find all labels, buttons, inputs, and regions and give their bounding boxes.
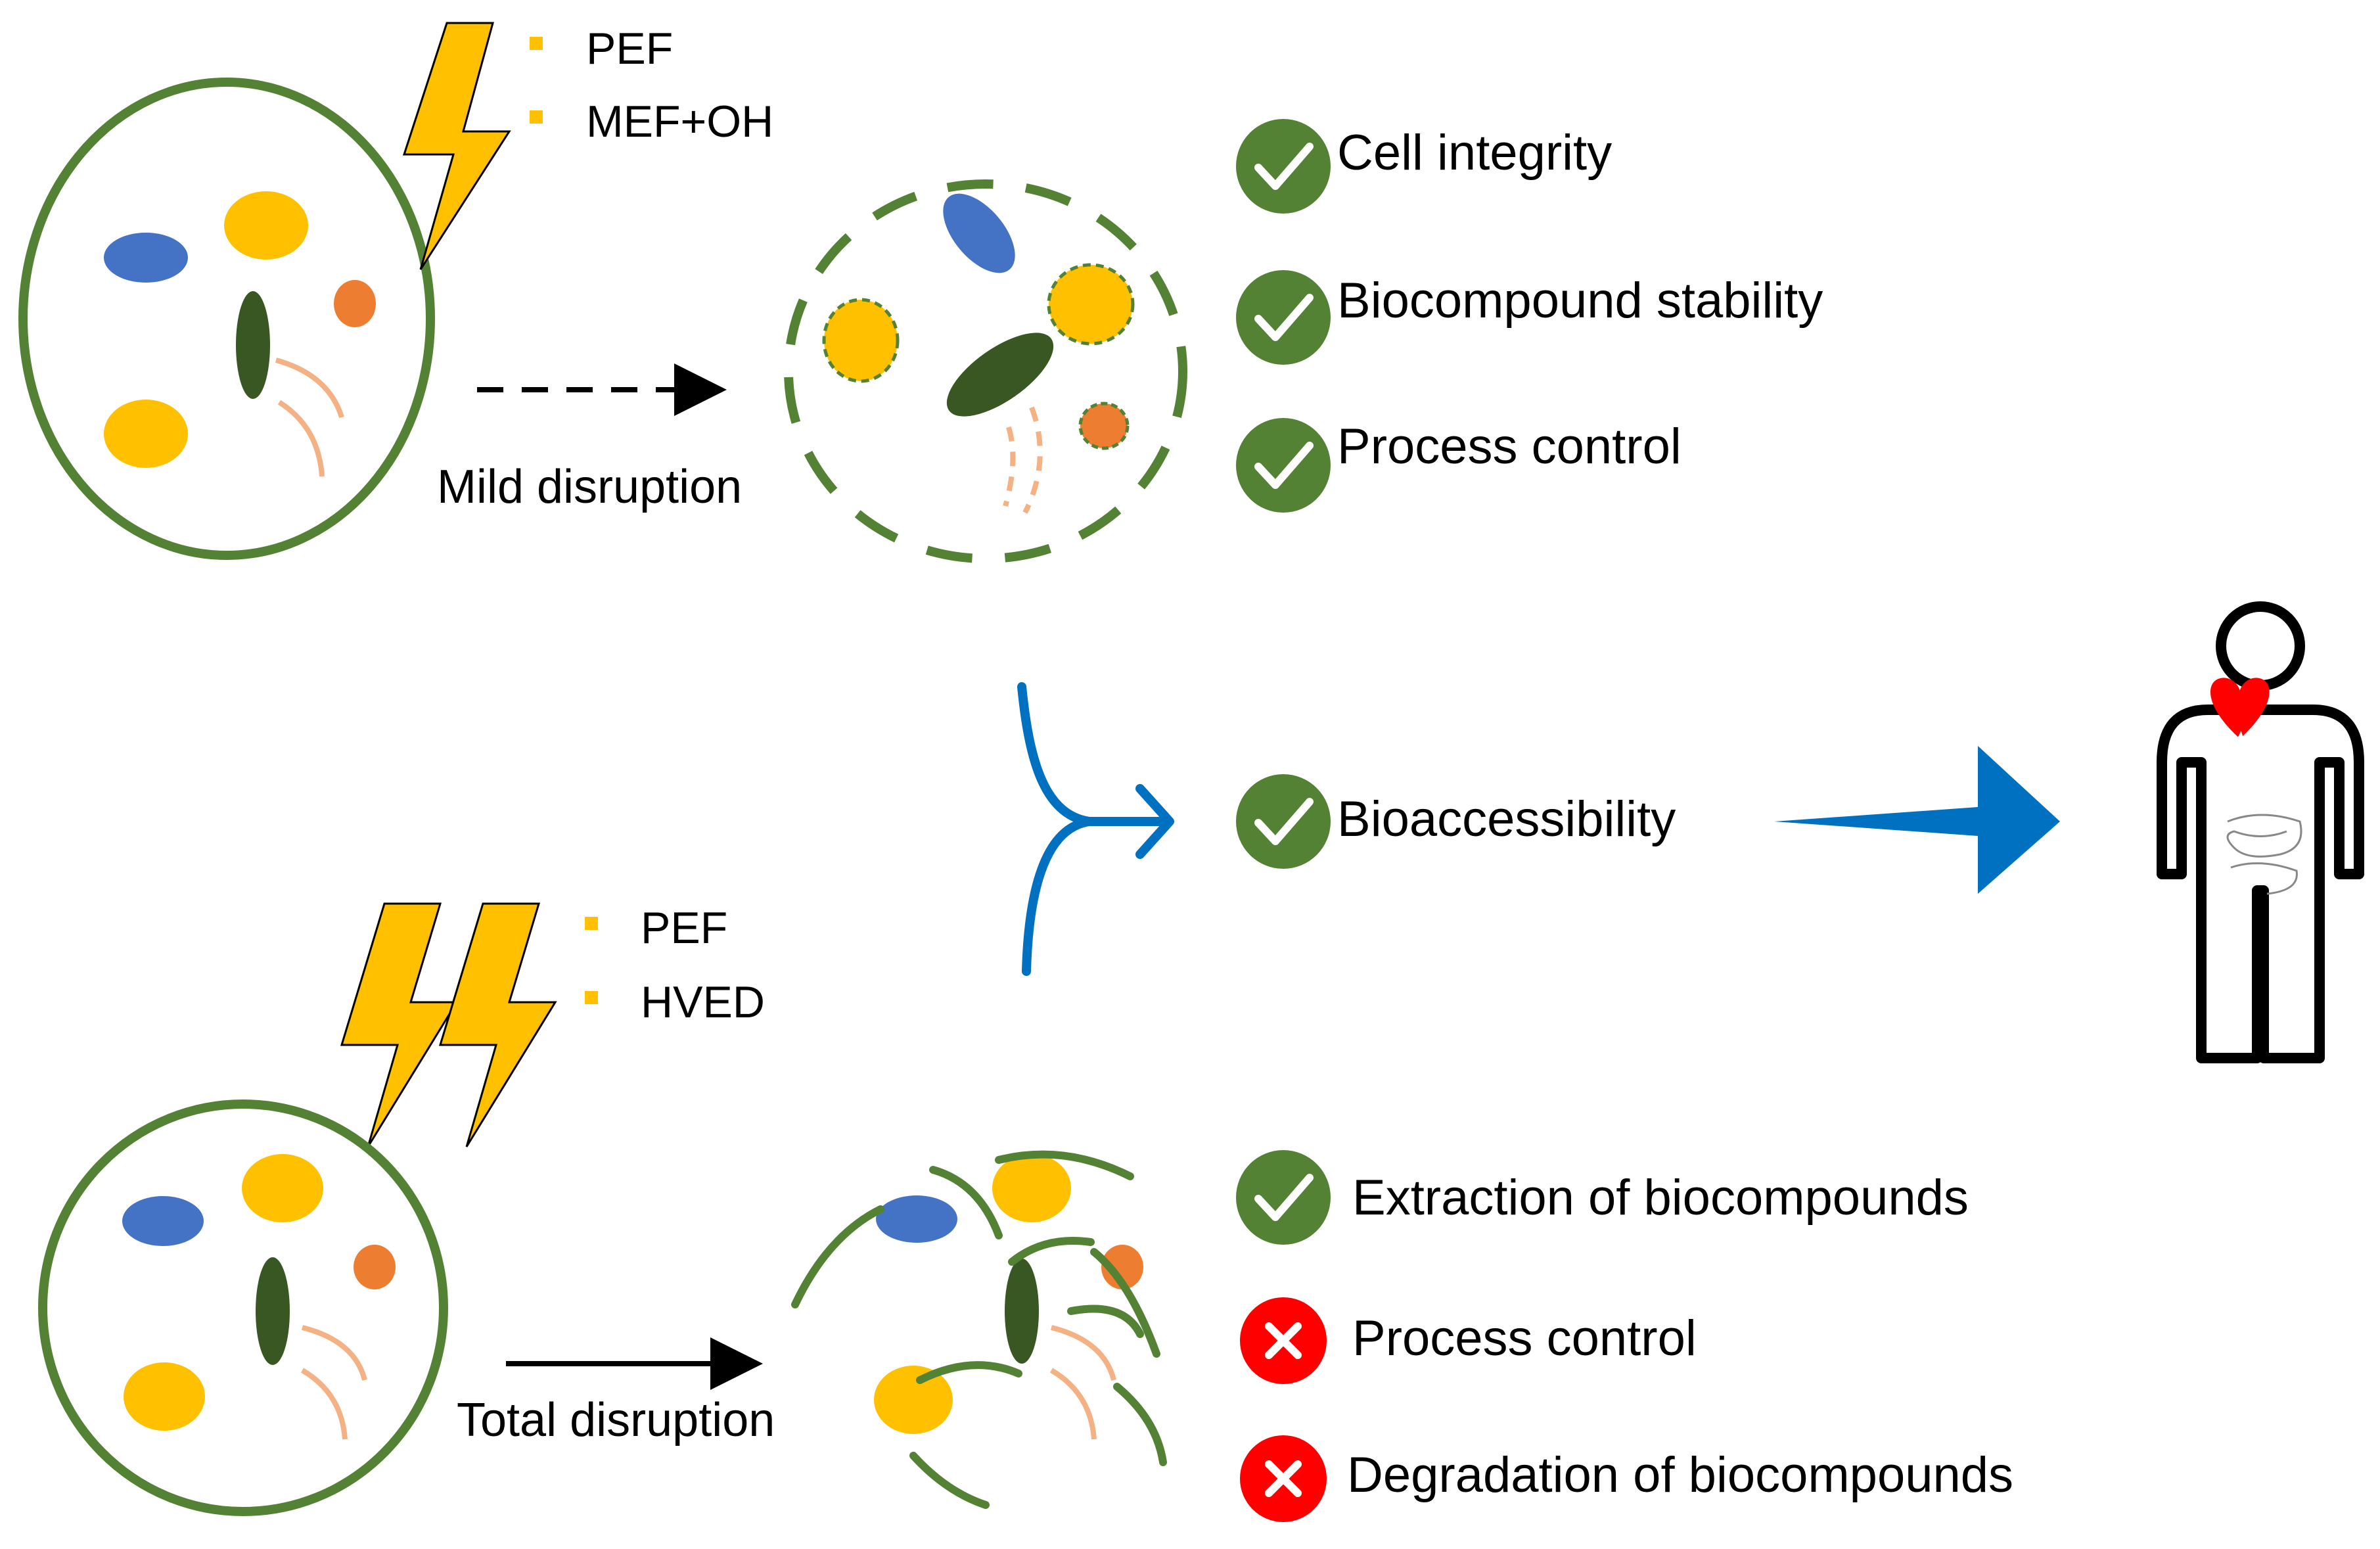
bottom-check-list: Extraction of biocompounds Process contr… — [1236, 1150, 2013, 1522]
blue-organelle — [876, 1195, 957, 1243]
lightning-bolt-icon — [340, 902, 459, 1147]
bullet-marker — [585, 991, 598, 1004]
check-icon — [1236, 119, 1331, 214]
fragmented-cell — [791, 1150, 1167, 1509]
big-blue-arrow — [1774, 746, 2060, 894]
blue-organelle — [122, 1196, 204, 1246]
bullet-mef-oh: MEF+OH — [586, 97, 773, 147]
blue-organelle — [943, 193, 1015, 273]
cell-membrane — [38, 1099, 448, 1516]
membrane-fragments — [791, 1150, 1167, 1509]
yellow-organelle — [242, 1154, 323, 1222]
orange-organelle — [354, 1245, 396, 1289]
head — [2216, 601, 2305, 691]
membrane-fragment — [791, 1205, 884, 1308]
intestine-icon — [2226, 814, 2302, 895]
mild-disruption-label: Mild disruption — [437, 461, 742, 513]
blue-organelle — [104, 233, 188, 283]
dark-green-organelle — [236, 291, 270, 399]
salmon-fiber — [277, 400, 325, 477]
check-label: Process control — [1337, 419, 1682, 474]
cell-membrane — [18, 78, 435, 560]
body-outline — [2157, 705, 2364, 1063]
intact-cell-top — [18, 78, 435, 560]
bullet-pef: PEF — [641, 903, 727, 953]
dark-green-organelle — [946, 333, 1054, 417]
yellow-organelle — [124, 1362, 205, 1431]
membrane-fragment — [909, 1452, 990, 1509]
check-icon — [1236, 774, 1331, 869]
check-label: Degradation of biocompounds — [1347, 1447, 2013, 1503]
membrane-fragment — [995, 1150, 1134, 1180]
permeabilized-cell — [784, 179, 1187, 563]
salmon-fiber — [1003, 426, 1016, 507]
lightning-bolt-icon — [438, 902, 557, 1147]
lightning-bolt-icon — [402, 22, 511, 270]
merge-arrow — [1017, 682, 1174, 976]
bullet-pef: PEF — [586, 24, 673, 74]
check-label: Extraction of biocompounds — [1352, 1170, 1969, 1226]
yellow-organelle — [224, 191, 308, 260]
check-icon — [1236, 418, 1331, 513]
membrane-fragment — [916, 1361, 1022, 1384]
check-icon — [1236, 1150, 1331, 1245]
bioaccessibility-label: Bioaccessibility — [1337, 791, 1676, 847]
bullet-marker — [585, 917, 598, 930]
yellow-organelle — [1047, 263, 1135, 346]
bullet-list-top: PEF MEF+OH — [530, 24, 773, 147]
cross-icon — [1240, 1435, 1327, 1522]
dark-green-organelle — [1005, 1259, 1039, 1364]
salmon-fiber — [300, 1368, 348, 1440]
salmon-fiber — [1022, 406, 1043, 514]
salmon-fiber — [302, 1325, 367, 1381]
bullet-hved: HVED — [641, 977, 765, 1027]
human-body-icon — [2157, 601, 2364, 1063]
heartbeat-line — [2214, 719, 2300, 773]
yellow-organelle — [822, 298, 900, 383]
membrane-fragment — [1067, 1305, 1144, 1338]
check-label: Cell integrity — [1337, 125, 1612, 181]
yellow-organelle — [992, 1154, 1071, 1222]
orange-organelle — [1078, 402, 1130, 450]
dashed-membrane — [784, 179, 1187, 563]
bullet-marker — [530, 110, 543, 124]
membrane-fragment — [1008, 1237, 1095, 1266]
orange-organelle — [1101, 1245, 1143, 1289]
bullet-marker — [530, 37, 543, 50]
total-disruption-label: Total disruption — [457, 1394, 775, 1446]
cross-icon — [1240, 1297, 1327, 1384]
orange-organelle — [334, 280, 376, 327]
check-label: Process control — [1352, 1310, 1697, 1366]
membrane-fragment — [1090, 1248, 1160, 1358]
membrane-fragment — [929, 1166, 1003, 1239]
check-icon — [1236, 270, 1331, 365]
salmon-fiber — [1049, 1368, 1097, 1440]
yellow-organelle — [104, 400, 188, 468]
bullet-list-bottom: PEF HVED — [585, 903, 765, 1027]
salmon-fiber — [275, 358, 344, 419]
intact-cell-bottom — [38, 1099, 448, 1516]
membrane-fragment — [1113, 1383, 1167, 1466]
heart-icon — [2210, 678, 2270, 739]
dark-green-organelle — [256, 1257, 290, 1365]
yellow-organelle — [874, 1366, 953, 1434]
salmon-fiber — [1051, 1325, 1116, 1381]
top-check-list: Cell integrity Biocompound stability Pro… — [1236, 119, 1823, 513]
check-label: Biocompound stability — [1337, 273, 1823, 329]
